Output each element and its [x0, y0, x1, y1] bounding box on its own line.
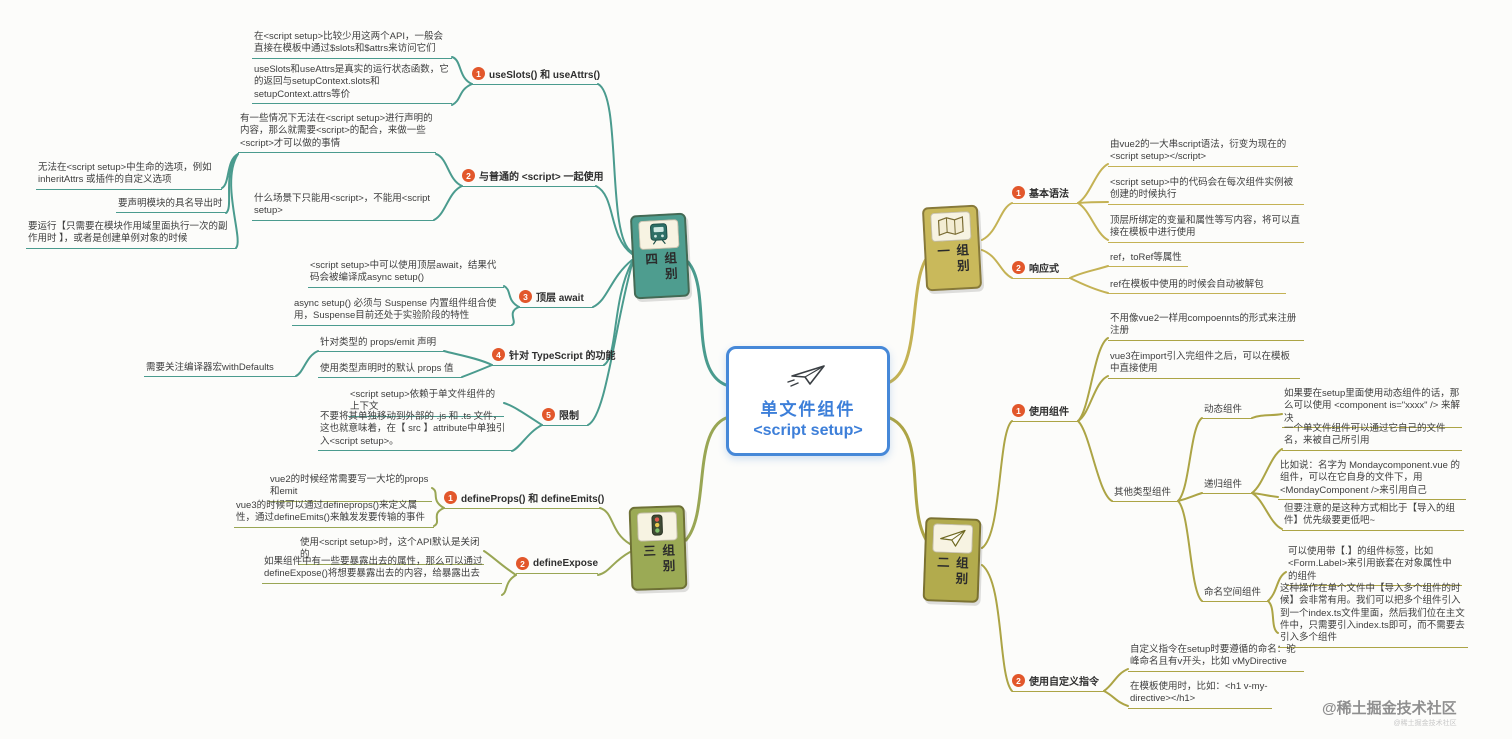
- leaf-topic[interactable]: async setup() 必须与 Suspense 内置组件组合使用，Susp…: [292, 298, 512, 326]
- leaf-topic[interactable]: vue3的时候可以通过defineprops()来定义属性，通过defineEm…: [234, 500, 434, 528]
- branch-label: 使用自定义指令: [1029, 677, 1099, 688]
- leaf-topic[interactable]: 在模板使用时，比如：<h1 v-my-directive></h1>: [1128, 681, 1272, 709]
- leaf-topic[interactable]: 自定义指令在setup时要遵循的命名：驼峰命名且有v开头，比如 vMyDirec…: [1128, 644, 1304, 672]
- branch-label: 限制: [559, 411, 579, 422]
- group-label: 组别三: [640, 543, 675, 575]
- watermark-subtext: @稀土掘金技术社区: [1393, 720, 1457, 727]
- leaf-topic[interactable]: 顶层所绑定的变量和属性等写内容，将可以直接在模板中进行使用: [1108, 215, 1304, 243]
- branch-reactivity[interactable]: 2 响应式: [1012, 260, 1070, 279]
- leaf-topic[interactable]: 这种操作在单个文件中【导入多个组件的时候】会非常有用。我们可以把多个组件引入到一…: [1278, 583, 1468, 648]
- leaf-namespaced-components[interactable]: 命名空间组件: [1202, 587, 1268, 603]
- branch-defineexpose[interactable]: 2 defineExpose: [516, 557, 598, 574]
- leaf-topic[interactable]: 如果要在setup里面使用动态组件的话，那么可以使用 <component is…: [1282, 388, 1462, 429]
- branch-number-badge: 1: [444, 491, 457, 504]
- branch-number-badge: 2: [516, 557, 529, 570]
- branch-label: defineProps() 和 defineEmits(): [461, 494, 605, 505]
- leaf-topic[interactable]: vue3在import引入完组件之后，可以在模板中直接使用: [1108, 351, 1300, 379]
- group-label: 组别二: [934, 555, 969, 588]
- branch-number-badge: 4: [492, 348, 505, 361]
- watermark-text: @稀土掘金技术社区: [1322, 700, 1457, 717]
- branch-label: 针对 TypeScript 的功能: [509, 351, 616, 362]
- leaf-topic[interactable]: 要声明模块的具名导出时: [116, 198, 226, 214]
- leaf-topic[interactable]: 什么场景下只能用<script>，不能用<script setup>: [252, 193, 434, 221]
- leaf-topic[interactable]: ref在模板中使用的时候会自动被解包: [1108, 279, 1286, 295]
- branch-label: 响应式: [1029, 264, 1059, 275]
- leaf-topic[interactable]: 但要注意的是这种方式相比于【导入的组件】优先级要更低吧~: [1282, 503, 1464, 531]
- branch-label: 使用组件: [1029, 407, 1069, 418]
- leaf-topic[interactable]: 可以使用带【.】的组件标签，比如<Form.Label>来引用嵌套在对象属性中的…: [1286, 546, 1462, 587]
- leaf-topic[interactable]: 如果组件中有一些要暴露出去的属性，那么可以通过defineExpose()将想要…: [262, 556, 502, 584]
- branch-basic-syntax[interactable]: 1 基本语法: [1012, 185, 1078, 204]
- branch-number-badge: 5: [542, 408, 555, 421]
- central-topic-title: 单文件组件: [760, 400, 856, 419]
- branch-label: 基本语法: [1029, 189, 1069, 200]
- map-icon: [930, 211, 972, 242]
- leaf-topic[interactable]: 由vue2的一大串script语法，衍变为现在的<script setup></…: [1108, 139, 1298, 167]
- group-node-1[interactable]: 组别一: [921, 204, 983, 292]
- group-label: 组别四: [642, 250, 678, 283]
- branch-number-badge: 2: [1012, 261, 1025, 274]
- watermark: @稀土掘金技术社区 @稀土掘金技术社区: [1322, 697, 1457, 728]
- plane-icon: [932, 523, 974, 554]
- traffic-light-icon: [636, 511, 678, 542]
- branch-custom-directives[interactable]: 2 使用自定义指令: [1012, 673, 1104, 692]
- leaf-topic[interactable]: ref，toRef等属性: [1108, 252, 1188, 268]
- branch-top-level-await[interactable]: 3 顶层 await: [519, 289, 593, 308]
- leaf-other-component-types[interactable]: 其他类型组件: [1112, 487, 1178, 503]
- leaf-topic[interactable]: 无法在<script setup>中生命的选项，例如 inheritAttrs …: [36, 162, 222, 190]
- branch-number-badge: 1: [472, 67, 485, 80]
- leaf-topic[interactable]: 针对类型的 props/emit 声明: [318, 337, 444, 353]
- branch-label: 顶层 await: [536, 293, 584, 304]
- branch-useslots-useattrs[interactable]: 1 useSlots() 和 useAttrs(): [472, 66, 600, 85]
- paper-plane-icon: [786, 362, 830, 393]
- leaf-topic[interactable]: vue2的时候经常需要写一大坨的props和emit: [268, 474, 432, 502]
- leaf-topic[interactable]: 比如说：名字为 Mondaycomponent.vue 的组件，可以在它自身的文…: [1278, 460, 1466, 501]
- leaf-topic[interactable]: 一个单文件组件可以通过它自己的文件名，来被自己所引用: [1282, 423, 1462, 451]
- leaf-topic[interactable]: 在<script setup>比较少用这两个API，一般会直接在模板中通过$sl…: [252, 31, 452, 59]
- branch-defineprops-defineemits[interactable]: 1 defineProps() 和 defineEmits(): [444, 490, 604, 509]
- branch-number-badge: 1: [1012, 404, 1025, 417]
- leaf-topic[interactable]: <script setup>中的代码会在每次组件实例被创建的时候执行: [1108, 177, 1304, 205]
- branch-label: defineExpose: [533, 558, 599, 569]
- branch-number-badge: 2: [1012, 674, 1025, 687]
- branch-label: 与普通的 <script> 一起使用: [479, 172, 604, 183]
- leaf-topic[interactable]: 不用像vue2一样用compoennts的形式来注册注册: [1108, 313, 1304, 341]
- group-label: 组别一: [934, 242, 970, 275]
- leaf-topic[interactable]: 不要将其单独移动到外部的 .js 和 .ts 文件，这也就意味着，在【 src …: [318, 411, 512, 452]
- branch-number-badge: 3: [519, 290, 532, 303]
- branch-typescript-features[interactable]: 4 针对 TypeScript 的功能: [492, 347, 616, 366]
- leaf-topic[interactable]: 有一些情况下无法在<script setup>进行声明的内容，那么就需要<scr…: [238, 113, 436, 154]
- branch-with-normal-script[interactable]: 2 与普通的 <script> 一起使用: [462, 168, 603, 187]
- branch-label: useSlots() 和 useAttrs(): [489, 70, 601, 81]
- branch-number-badge: 1: [1012, 186, 1025, 199]
- branch-using-components[interactable]: 1 使用组件: [1012, 403, 1078, 422]
- group-node-4[interactable]: 组别四: [629, 212, 691, 300]
- leaf-topic[interactable]: <script setup>依赖于单文件组件的上下文: [348, 389, 504, 417]
- branch-number-badge: 2: [462, 169, 475, 182]
- leaf-topic[interactable]: 使用<script setup>时，这个API默认是关闭的: [298, 537, 484, 565]
- branch-restrictions[interactable]: 5 限制: [542, 407, 588, 426]
- leaf-topic[interactable]: 使用类型声明时的默认 props 值: [318, 363, 462, 379]
- leaf-topic[interactable]: <script setup>中可以使用顶层await，结果代码会被编译成asyn…: [308, 260, 504, 288]
- leaf-topic[interactable]: useSlots和useAttrs是真实的运行状态函数，它的返回与setupCo…: [252, 64, 452, 105]
- group-node-2[interactable]: 组别二: [922, 517, 982, 603]
- group-node-3[interactable]: 组别三: [628, 505, 688, 591]
- central-topic-subtitle: <script setup>: [753, 422, 863, 439]
- train-icon: [638, 219, 680, 250]
- leaf-topic[interactable]: 需要关注编译器宏withDefaults: [144, 362, 296, 378]
- leaf-dynamic-components[interactable]: 动态组件: [1202, 404, 1252, 420]
- leaf-recursive-components[interactable]: 递归组件: [1202, 479, 1252, 495]
- leaf-topic[interactable]: 要运行【只需要在模块作用域里面执行一次的副作用时 】，或者是创建单例对象的时候: [26, 221, 236, 249]
- central-topic[interactable]: 单文件组件 <script setup>: [726, 346, 890, 456]
